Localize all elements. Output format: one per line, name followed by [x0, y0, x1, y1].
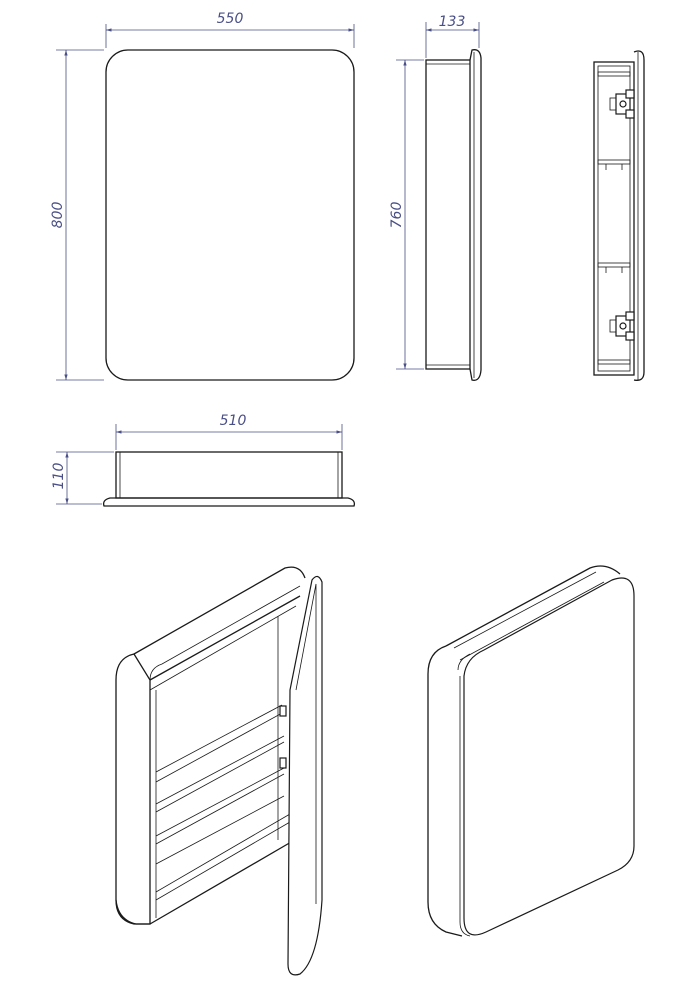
open-cabinet-shelves [155, 704, 285, 865]
front-width-label: 550 [217, 11, 244, 27]
section-shelf-top [597, 71, 631, 77]
hinge-bottom-icon [609, 311, 635, 341]
isometric-open-view [115, 566, 323, 976]
bottom-width-label: 510 [220, 413, 247, 429]
open-hinge-bottom-icon [279, 757, 287, 769]
side-body [425, 59, 471, 370]
isometric-closed-view [427, 565, 635, 937]
section-shelf-2 [597, 262, 631, 268]
closed-door-panel [463, 577, 635, 936]
section-shelf-1 [597, 159, 631, 165]
open-door-panel [287, 575, 323, 976]
front-view: 550 800 [50, 11, 355, 381]
open-hinge-top-icon [279, 705, 287, 717]
section-view [593, 50, 645, 381]
front-panel-outline [105, 49, 355, 381]
bottom-view: 510 110 [51, 413, 356, 507]
hinge-top-icon [609, 89, 635, 119]
section-outer-body [593, 61, 635, 376]
closed-cabinet-body [427, 645, 463, 937]
bottom-body [115, 451, 343, 499]
front-height-label: 800 [50, 202, 66, 229]
side-view: 133 760 [389, 14, 482, 381]
section-shelf-bottom [597, 359, 631, 365]
open-cabinet-front-frame [115, 653, 151, 925]
section-door [633, 50, 645, 381]
bottom-depth-label: 110 [51, 463, 67, 490]
side-depth-label: 133 [439, 14, 466, 30]
side-door-panel [469, 49, 482, 381]
bottom-door-panel [102, 497, 356, 507]
side-height-label: 760 [389, 202, 405, 229]
